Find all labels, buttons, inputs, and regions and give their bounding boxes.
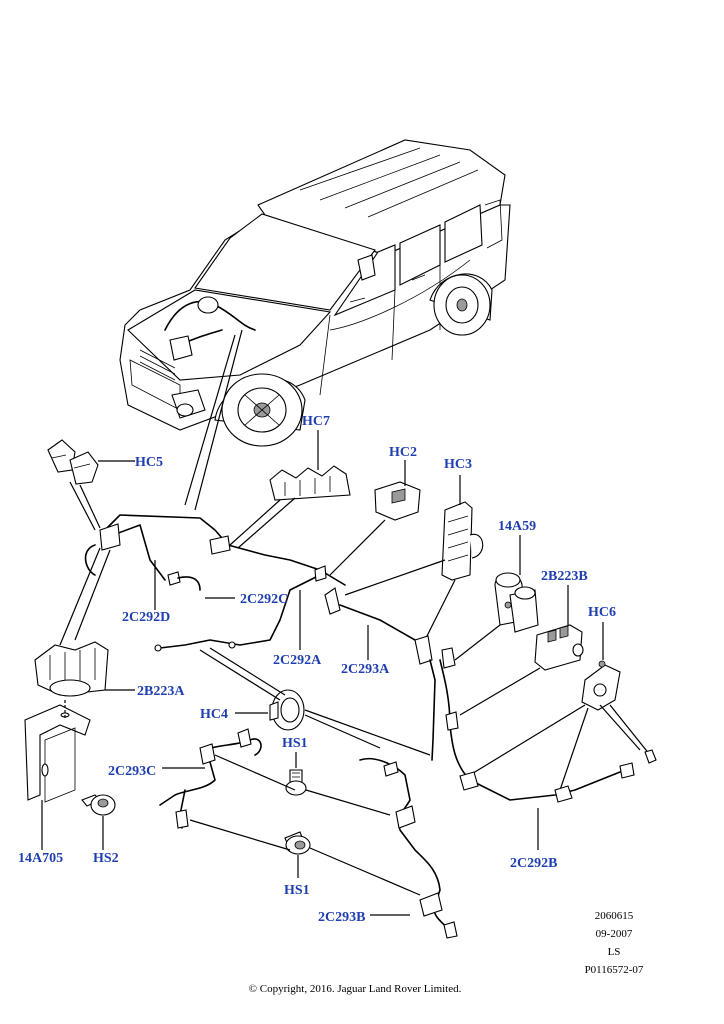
vehicle-illustration [119,139,511,511]
callout-2c292d: 2C292D [122,610,170,625]
callout-hc3: HC3 [444,457,472,472]
callout-2c293b: 2C293B [318,910,365,925]
callout-leaders [154,560,369,660]
callout-hs2: HS2 [93,851,119,866]
callout-hc5: HC5 [135,455,163,470]
part-14a59 [454,535,539,661]
copyright-notice: © Copyright, 2016. Jaguar Land Rover Lim… [249,983,462,995]
part-hs1-bottom [284,831,421,896]
part-14a705 [24,700,91,850]
metadata-line-1: 2060615 [595,910,634,922]
callout-hc7: HC7 [302,414,330,429]
callout-2c292b: 2C292B [510,856,557,871]
part-hs1-top [285,752,391,816]
drawing-metadata: 2060615 09-2007 LS P0116572-07 [585,910,644,976]
callout-2c293a: 2C293A [341,662,390,677]
metadata-line-3: LS [608,946,621,958]
callout-hs1-bottom: HS1 [284,883,310,898]
callout-2b223a: 2B223A [137,684,185,699]
callout-2c292a: 2C292A [273,653,322,668]
callout-hs1-top: HS1 [282,736,308,751]
part-2c293c [159,728,296,851]
metadata-line-2: 09-2007 [596,928,633,940]
part-hc4 [199,647,431,756]
callout-2c292c: 2C292C [240,592,288,607]
callout-2b223b: 2B223B [541,569,588,584]
part-2b223b [459,585,584,716]
callout-hc6: HC6 [588,605,616,620]
clip-hc6 [464,622,657,791]
clip-hc3 [344,475,484,641]
clip-hc5 [47,439,135,531]
part-2c293b [359,757,458,939]
callout-14a705: 14A705 [18,851,63,866]
callout-labels: HC5 HC7 HC2 HC3 14A59 2B223B HC6 2C292D … [18,414,616,925]
metadata-line-4: P0116572-07 [585,964,644,976]
clip-hc7 [229,430,351,549]
callout-2c293c: 2C293C [108,764,156,779]
callout-14a59: 14A59 [498,519,536,534]
callout-hc4: HC4 [200,707,228,722]
clip-hc2 [329,460,421,576]
part-2b223a [34,547,135,697]
part-hs2 [81,794,116,850]
callout-hc2: HC2 [389,445,417,460]
main-harness [84,514,635,850]
